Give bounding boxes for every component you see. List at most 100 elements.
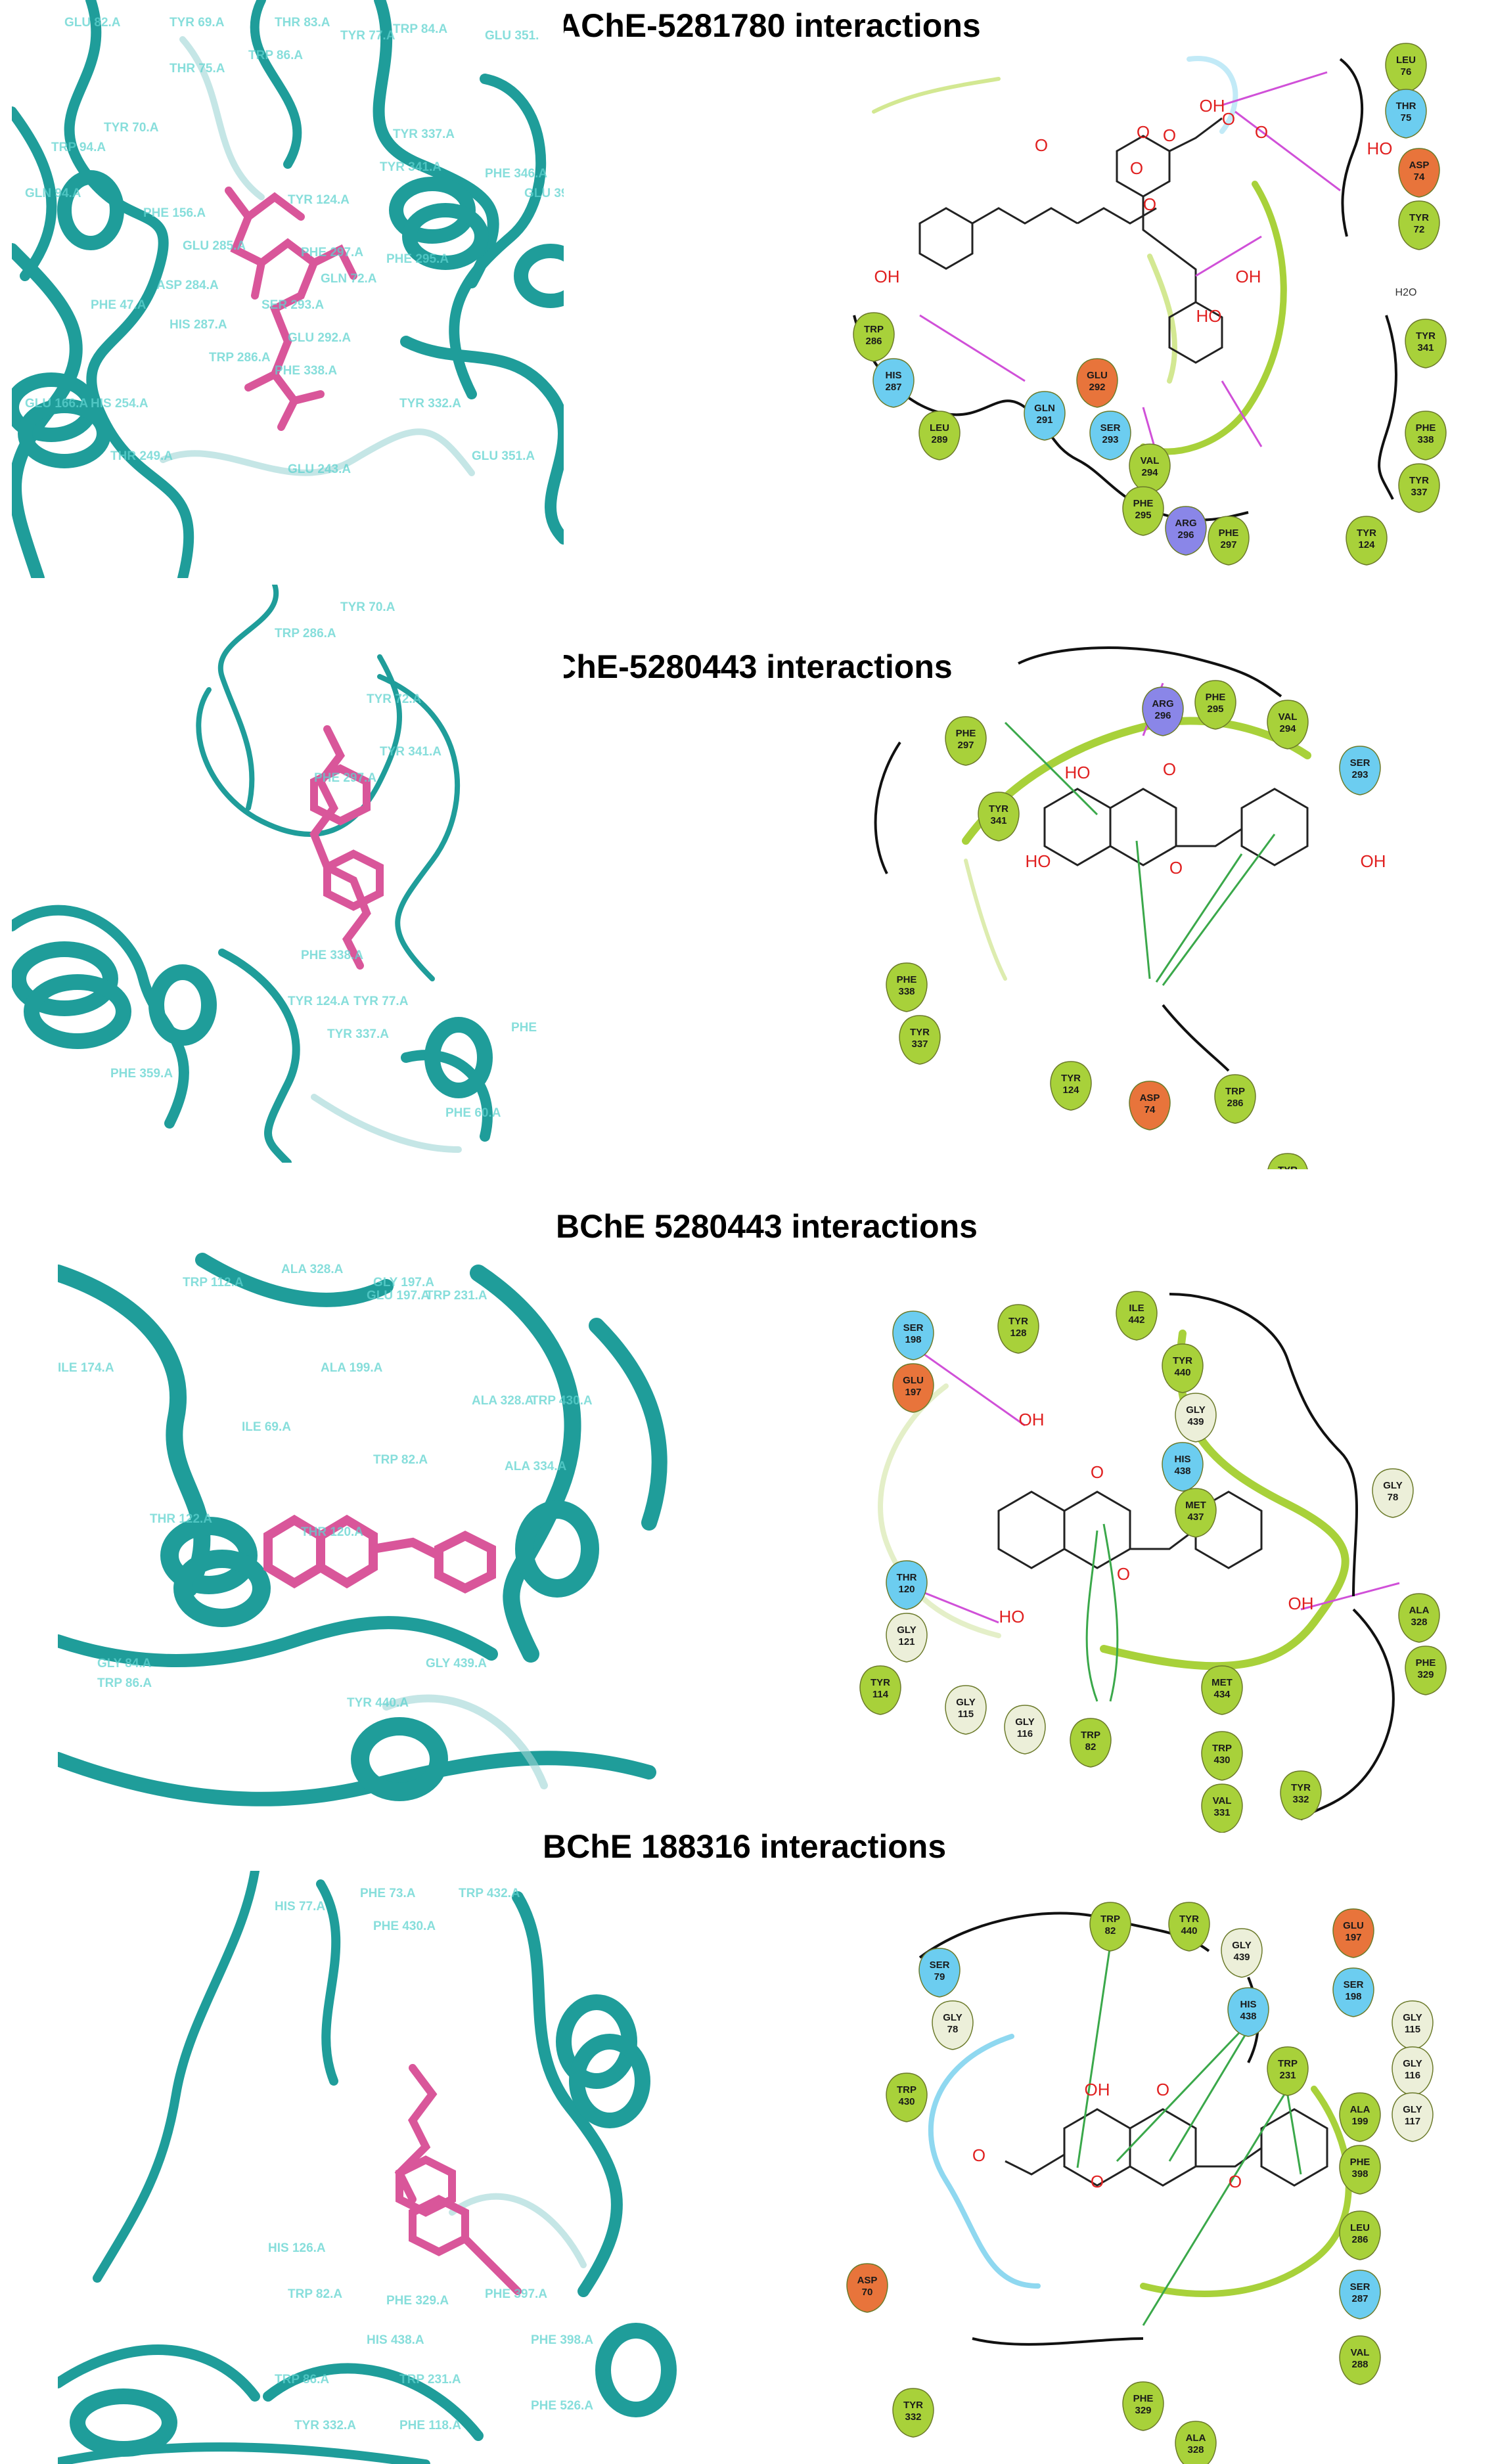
protein-residue-label: ILE 69.A [242, 1420, 291, 1434]
residue-shape [1267, 1153, 1308, 1169]
protein-residue-label: TYR 69.A [170, 16, 225, 30]
ribbon-backbone [58, 1871, 623, 2464]
protein-residue-label: TRP 94.A [51, 141, 106, 154]
residue-shape [978, 792, 1020, 841]
residue-name: TRP [897, 2084, 917, 2095]
helix-coils [70, 1994, 677, 2457]
residue-name: TRP [1081, 1730, 1100, 1741]
protein-residue-label: TYR 70.A [340, 600, 396, 614]
residue-shape [892, 1363, 934, 1413]
protein-residue-label: GLU 351.A [472, 449, 535, 463]
residue-shape [886, 1613, 928, 1663]
residue-name: GLN [1034, 403, 1055, 414]
residue-shape [1165, 506, 1207, 556]
residue-shape [886, 962, 928, 1012]
protein-residue-label: PHE 295.A [386, 252, 449, 266]
ligand-structure [1005, 2108, 1328, 2187]
residue-shape [1168, 1902, 1210, 1952]
residue-name: MET [1185, 1500, 1206, 1511]
residue-name: SER [1350, 2281, 1370, 2293]
residue-number: 121 [898, 1636, 915, 1647]
residue-shape [1194, 680, 1236, 730]
residue-number: 338 [898, 986, 915, 997]
residue-number: 116 [1405, 2070, 1420, 2081]
residue-name: TYR [1278, 1165, 1298, 1169]
atom-label: O [1137, 122, 1150, 142]
residue-name: TYR [989, 803, 1008, 815]
residue-number: 128 [1010, 1328, 1026, 1339]
atom-label: OH [1288, 1594, 1314, 1613]
protein-residue-label: PHE 329.A [386, 2294, 449, 2308]
residue-name: SER [930, 1960, 950, 1971]
atom-label: O [1091, 2172, 1104, 2191]
atom-label: HO [1065, 763, 1091, 782]
residue-name: PHE [1416, 1657, 1436, 1669]
residue-number: 286 [1351, 2234, 1368, 2245]
residue-name: ASP [1140, 1092, 1160, 1104]
protein-residue-label: TRP 286.A [209, 351, 271, 365]
residue-number: 337 [1411, 487, 1427, 498]
residue-name: GLY [1015, 1716, 1034, 1728]
residue-name: PHE [956, 728, 976, 739]
protein-residue-label: TYR 332.A [294, 2419, 356, 2432]
residue-shape [1267, 700, 1309, 750]
atom-label: HO [1026, 851, 1051, 871]
residue-number: 197 [905, 1387, 921, 1398]
residue-shape [932, 2000, 974, 2050]
residue-shape [859, 1665, 901, 1715]
residue-name: HIS [1240, 1999, 1256, 2010]
ligand-structure [1043, 788, 1309, 866]
residue-name: PHE [1133, 498, 1154, 509]
protein-residue-label: TRP 86.A [248, 49, 303, 62]
residue-name: PHE [1133, 2393, 1154, 2404]
residue-name: VAL [1213, 1795, 1232, 1806]
residue-shape [1116, 1291, 1158, 1341]
residue-shape [1201, 1783, 1243, 1833]
residue-name: LEU [1350, 2222, 1370, 2233]
protein-residue-label: PHE 430.A [373, 1919, 436, 1933]
protein-residue-label: PHE 297.A [301, 246, 363, 259]
residue-name: GLU [1343, 1920, 1364, 1931]
residue-number: 297 [1220, 539, 1236, 550]
residue-layer: PHE297ARG296PHE295VAL294SER293TYR341PHE3… [886, 680, 1381, 1169]
residue-number: 115 [1405, 2024, 1420, 2035]
protein-residue-label: GLU 243.A [288, 462, 351, 476]
protein-residue-label: GLU 197.A [367, 1289, 430, 1303]
atom-label: O [1255, 122, 1268, 142]
protein-residue-label: PHE 398.A [531, 2333, 593, 2347]
residue-number: 329 [1135, 2405, 1151, 2416]
residue-name: TYR [903, 2400, 923, 2411]
residue-name: GLY [1232, 1940, 1251, 1951]
residue-shape [886, 2072, 928, 2122]
residue-number: 295 [1207, 704, 1223, 715]
protein-residue-label: TRP 86.A [97, 1676, 152, 1690]
residue-number: 439 [1187, 1416, 1204, 1427]
residue-name: MET [1211, 1677, 1233, 1688]
residue-shape [1201, 1731, 1243, 1781]
water-label: H2O [1395, 287, 1417, 298]
residue-name: LEU [1396, 55, 1416, 66]
residue-shape [1227, 1987, 1269, 2037]
helix-coils [12, 170, 564, 468]
residue-name: PHE [1350, 2157, 1370, 2168]
residue-number: 337 [911, 1039, 928, 1050]
